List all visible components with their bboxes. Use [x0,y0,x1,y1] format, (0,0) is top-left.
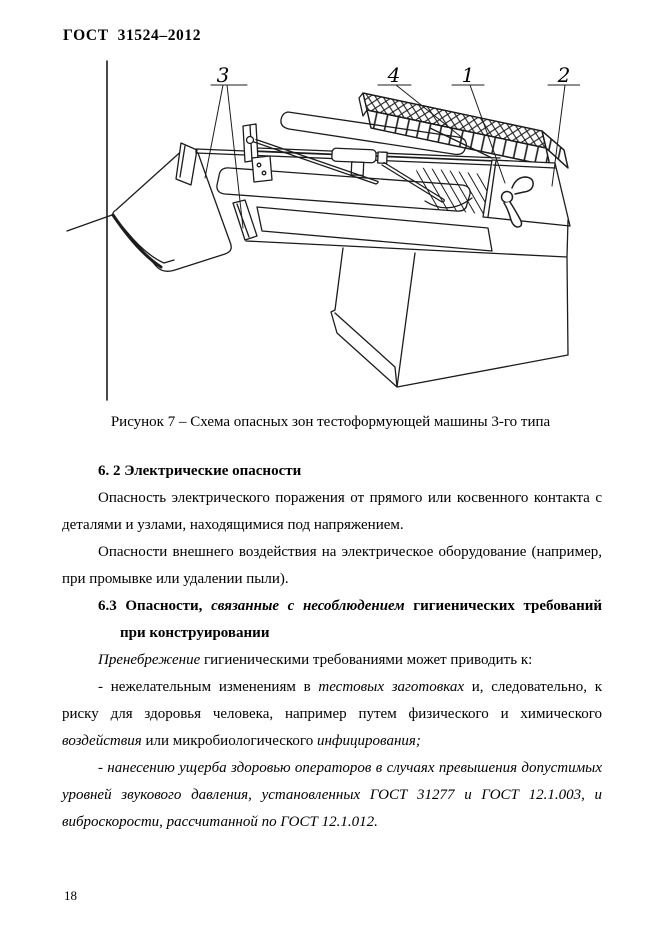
callout-1: 1 [451,63,506,184]
callout-3: 3 [204,63,248,229]
machine-table [195,123,568,258]
paragraph-electric-1: Опасность электрического поражения от пр… [62,490,602,533]
front-apron [256,206,493,252]
discharge-chute [66,142,232,272]
svg-text:3: 3 [217,63,230,87]
standard-designation: ГОСТ 31524–2012 [63,27,202,44]
side-panel [429,127,571,258]
heading-6-2: 6. 2 Электрические опасности [98,463,302,479]
crank-handle-icon [500,176,534,228]
dough-piece [424,197,473,209]
svg-text:2: 2 [557,63,571,87]
svg-text:4: 4 [387,63,401,87]
paragraph-hygiene-item-2: - нанесению ущерба здоровью операторов в… [62,760,602,830]
paragraph-electric-2: Опасности внешнего воздействия на электр… [62,544,602,587]
document-body: 6. 2 Электрические опасности Опасность э… [62,458,602,836]
callout-4: 4 [377,63,466,141]
apron-end-cap [232,199,258,241]
paragraph-hygiene-intro: Пренебрежение гигиеническими требованиям… [98,652,533,668]
pedestal [330,247,569,388]
heading-6-3: 6.3 Опасности, связанные с несоблюдением… [98,598,603,641]
page-number: 18 [64,888,77,903]
figure-caption: Рисунок 7 – Схема опасных зон тестоформу… [110,414,551,430]
carriage [331,147,388,177]
callout-2: 2 [547,63,580,187]
paragraph-hygiene-item-1: - нежелательным изменениям в тестовых за… [62,679,602,749]
figure-7-diagram: 3 4 1 2 [60,55,580,407]
svg-text:1: 1 [462,63,475,87]
